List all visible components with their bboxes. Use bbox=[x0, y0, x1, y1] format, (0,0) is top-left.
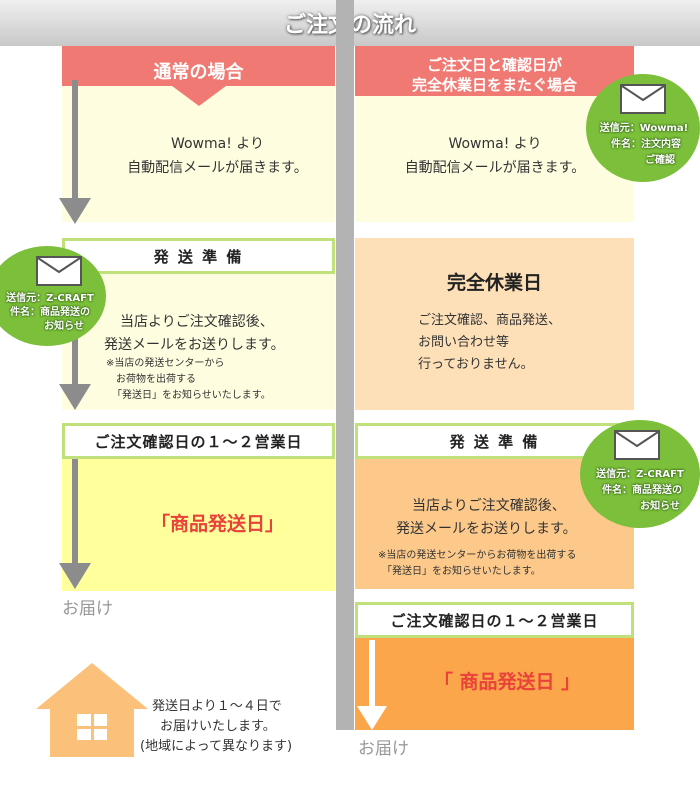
holiday-text1: ご注文確認、商品発送、 bbox=[418, 313, 562, 328]
left-delivered-label: お届け bbox=[62, 599, 113, 619]
left-notice-line1: Wowma! より bbox=[170, 136, 265, 152]
right-stage1-text2: 発送メールをお送りします。 bbox=[396, 521, 577, 537]
right-top-badge-line2: 件名：注文内容 bbox=[611, 139, 681, 150]
left-stage1-text2: 発送メールをお送りします。 bbox=[104, 337, 285, 353]
right-ribbon-line2: 完全休業日をまたぐ場合 bbox=[355, 74, 634, 94]
house-text-line2: お届けいたします。 bbox=[160, 719, 276, 734]
left-ship-date: 「商品発送日」 bbox=[150, 512, 284, 535]
house-icon bbox=[36, 663, 148, 709]
left-stage1-note2: お荷物を出荷する bbox=[116, 374, 196, 385]
house-window-bar-h bbox=[77, 726, 107, 729]
holiday-text3: 行っておりません。 bbox=[418, 357, 534, 372]
center-divider bbox=[336, 0, 354, 730]
mail-icon bbox=[620, 84, 666, 114]
house-text-line3: (地域によって異なります) bbox=[140, 739, 293, 754]
right-top-badge-line1: 送信元：Wowma! bbox=[599, 123, 689, 134]
left-stage1-note3: 「発送日」をお知らせいたします。 bbox=[112, 390, 271, 401]
left-badge-line3: お知らせ bbox=[44, 321, 84, 332]
left-arrow-1-line bbox=[72, 80, 78, 200]
holiday-title: 完全休業日 bbox=[446, 271, 542, 294]
left-ribbon-label: 通常の場合 bbox=[62, 56, 335, 86]
left-arrow-3-line bbox=[72, 459, 78, 565]
right-mid-badge-line1: 送信元：Z-CRAFT bbox=[596, 469, 684, 480]
right-top-badge-line3: ご確認 bbox=[645, 155, 675, 166]
house-text-line1: 発送日より１～４日で bbox=[152, 699, 282, 714]
holiday-panel bbox=[355, 238, 634, 410]
down-arrow-icon bbox=[59, 198, 91, 224]
right-mid-badge-line2: 件名：商品発送の bbox=[602, 485, 682, 496]
right-notice-panel bbox=[355, 80, 634, 222]
left-badge-line1: 送信元：Z-CRAFT bbox=[6, 293, 94, 304]
right-stage2-label: ご注文確認日の１～２営業日 bbox=[355, 602, 634, 638]
down-arrow-icon bbox=[357, 706, 387, 730]
mail-icon bbox=[36, 256, 82, 286]
right-notice-line2: 自動配信メールが届きます。 bbox=[404, 160, 586, 176]
left-stage1-label: 発 送 準 備 bbox=[62, 238, 335, 274]
right-delivered-label: お届け bbox=[358, 739, 409, 759]
left-notice-line2: 自動配信メールが届きます。 bbox=[127, 160, 308, 176]
down-arrow-icon bbox=[59, 563, 91, 589]
down-arrow-icon bbox=[59, 384, 91, 410]
left-stage1-note1: ※当店の発送センターから bbox=[106, 358, 225, 369]
right-ship-date: 「 商品発送日 」 bbox=[433, 670, 581, 693]
left-badge-line2: 件名：商品発送の bbox=[10, 307, 90, 318]
right-arrow-line bbox=[369, 640, 375, 708]
right-ribbon-line1: ご注文日と確認日が bbox=[355, 54, 634, 74]
right-notice-line1: Wowma! より bbox=[448, 136, 542, 152]
right-stage1-note2: 「発送日」をお知らせいたします。 bbox=[382, 566, 541, 577]
left-stage1-text1: 当店よりご注文確認後、 bbox=[120, 314, 274, 330]
right-mid-badge-line3: お知らせ bbox=[640, 501, 680, 512]
right-stage1-text1: 当店よりご注文確認後、 bbox=[412, 498, 566, 514]
mail-icon bbox=[614, 430, 660, 460]
right-stage1-note1: ※当店の発送センターからお荷物を出荷する bbox=[378, 550, 577, 561]
left-stage2-label: ご注文確認日の１～２営業日 bbox=[62, 423, 335, 459]
holiday-text2: お問い合わせ等 bbox=[418, 335, 510, 350]
